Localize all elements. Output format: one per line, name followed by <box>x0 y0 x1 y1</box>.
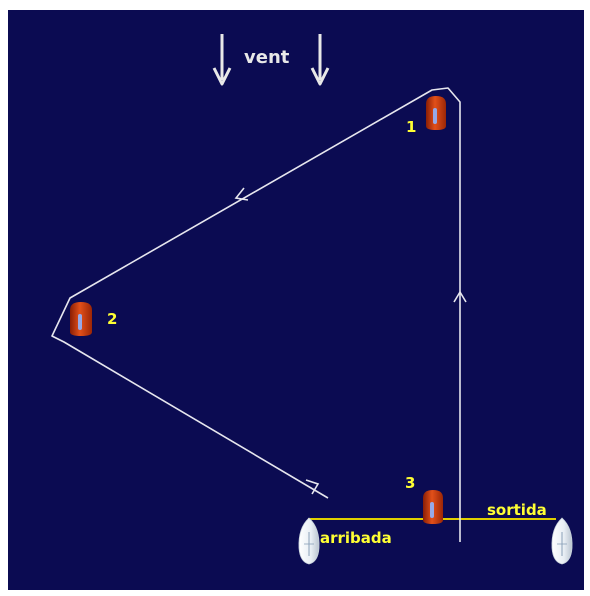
buoy-1-icon <box>426 96 446 130</box>
regatta-course-diagram: vent 1 2 <box>8 10 584 590</box>
mark-3-number: 3 <box>405 474 415 492</box>
wind-label: vent <box>244 47 290 68</box>
course-canvas: vent 1 2 <box>51 34 573 565</box>
wind-arrow-right-icon <box>310 34 330 86</box>
sailboat-left-icon <box>298 517 320 565</box>
buoy-3-icon <box>423 490 443 524</box>
wind-arrow-left-icon <box>212 34 232 86</box>
direction-chevron-icon <box>305 479 320 495</box>
sailboat-right-icon <box>551 517 573 565</box>
finish-line-label: arribada <box>320 529 392 547</box>
buoy-2-icon <box>70 302 92 336</box>
direction-chevron-icon <box>234 187 249 201</box>
mark-2-number: 2 <box>107 310 117 328</box>
start-line-label: sortida <box>487 501 547 519</box>
course-path <box>51 87 461 542</box>
mark-1-number: 1 <box>406 118 416 136</box>
direction-chevron-icon <box>453 290 467 303</box>
